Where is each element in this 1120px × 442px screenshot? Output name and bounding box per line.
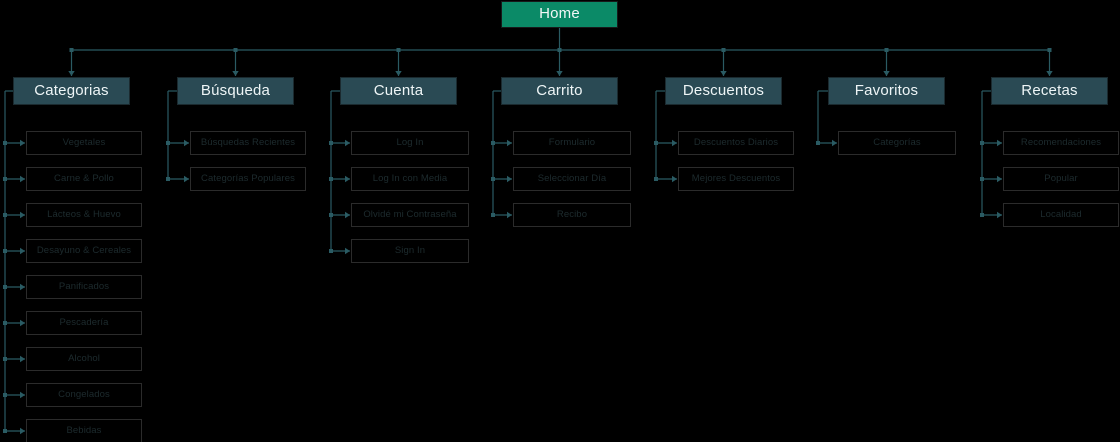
leaf-node-label: Congelados (58, 388, 110, 400)
section-node-favoritos[interactable]: Favoritos (828, 77, 945, 105)
leaf-node-label: Carne & Pollo (54, 172, 114, 184)
leaf-node-categorias[interactable]: Categorías (838, 131, 956, 155)
leaf-node-log-in[interactable]: Log In (351, 131, 469, 155)
leaf-node-label: Descuentos Diarios (693, 136, 779, 148)
node-home-label: Home (539, 5, 580, 23)
section-node-carrito[interactable]: Carrito (501, 77, 618, 105)
leaf-node-label: Olvidé mi Contraseña (363, 208, 457, 220)
leaf-node-label: Sign In (394, 244, 426, 256)
section-node-label: Recetas (1021, 81, 1078, 99)
section-node-label: Descuentos (682, 81, 765, 99)
leaf-node-panificados[interactable]: Panificados (26, 275, 142, 299)
leaf-node-label: Lácteos & Huevo (47, 208, 121, 220)
leaf-node-label: Mejores Descuentos (691, 172, 781, 184)
leaf-node-label: Log In con Media (372, 172, 448, 184)
section-node-categorias[interactable]: Categorias (13, 77, 130, 105)
leaf-node-sign-in[interactable]: Sign In (351, 239, 469, 263)
leaf-node-label: Localidad (1040, 208, 1082, 220)
leaf-node-pescaderia[interactable]: Pescadería (26, 311, 142, 335)
leaf-node-label: Log In (396, 136, 424, 148)
leaf-node-label: Pescadería (59, 316, 109, 328)
leaf-node-lacteos-and-huevo[interactable]: Lácteos & Huevo (26, 203, 142, 227)
leaf-node-label: Panificados (58, 280, 110, 292)
leaf-node-label: Categorías Populares (201, 172, 295, 184)
leaf-node-label: Categorías (873, 136, 921, 148)
section-node-busqueda[interactable]: Búsqueda (177, 77, 294, 105)
leaf-node-recibo[interactable]: Recibo (513, 203, 631, 227)
leaf-node-label: Bebidas (66, 424, 102, 436)
leaf-node-bebidas[interactable]: Bebidas (26, 419, 142, 442)
leaf-node-congelados[interactable]: Congelados (26, 383, 142, 407)
section-node-recetas[interactable]: Recetas (991, 77, 1108, 105)
section-node-label: Favoritos (854, 81, 919, 99)
node-home[interactable]: Home (501, 1, 618, 28)
leaf-node-label: Búsquedas Recientes (200, 136, 296, 148)
leaf-node-label: Vegetales (62, 136, 106, 148)
leaf-node-seleccionar-dia[interactable]: Seleccionar Día (513, 167, 631, 191)
leaf-node-categorias-populares[interactable]: Categorías Populares (190, 167, 306, 191)
leaf-node-label: Formulario (548, 136, 596, 148)
leaf-node-carne-and-pollo[interactable]: Carne & Pollo (26, 167, 142, 191)
leaf-node-descuentos-diarios[interactable]: Descuentos Diarios (678, 131, 794, 155)
leaf-node-popular[interactable]: Popular (1003, 167, 1119, 191)
leaf-node-formulario[interactable]: Formulario (513, 131, 631, 155)
leaf-node-label: Seleccionar Día (537, 172, 607, 184)
leaf-node-mejores-descuentos[interactable]: Mejores Descuentos (678, 167, 794, 191)
leaf-node-alcohol[interactable]: Alcohol (26, 347, 142, 371)
leaf-node-label: Popular (1044, 172, 1078, 184)
leaf-node-olvide-mi-contrasena[interactable]: Olvidé mi Contraseña (351, 203, 469, 227)
leaf-node-recomendaciones[interactable]: Recomendaciones (1003, 131, 1119, 155)
leaf-node-label: Desayuno & Cereales (36, 244, 132, 256)
section-node-descuentos[interactable]: Descuentos (665, 77, 782, 105)
leaf-node-label: Recomendaciones (1020, 136, 1102, 148)
section-node-label: Carrito (536, 81, 583, 99)
leaf-node-log-in-con-media[interactable]: Log In con Media (351, 167, 469, 191)
section-node-label: Cuenta (373, 81, 424, 99)
leaf-node-busquedas-recientes[interactable]: Búsquedas Recientes (190, 131, 306, 155)
section-node-cuenta[interactable]: Cuenta (340, 77, 457, 105)
leaf-node-desayuno-and-cereales[interactable]: Desayuno & Cereales (26, 239, 142, 263)
leaf-node-localidad[interactable]: Localidad (1003, 203, 1119, 227)
section-node-label: Búsqueda (200, 81, 271, 99)
leaf-node-vegetales[interactable]: Vegetales (26, 131, 142, 155)
leaf-node-label: Alcohol (68, 352, 100, 364)
section-node-label: Categorias (34, 81, 109, 99)
leaf-node-label: Recibo (556, 208, 588, 220)
